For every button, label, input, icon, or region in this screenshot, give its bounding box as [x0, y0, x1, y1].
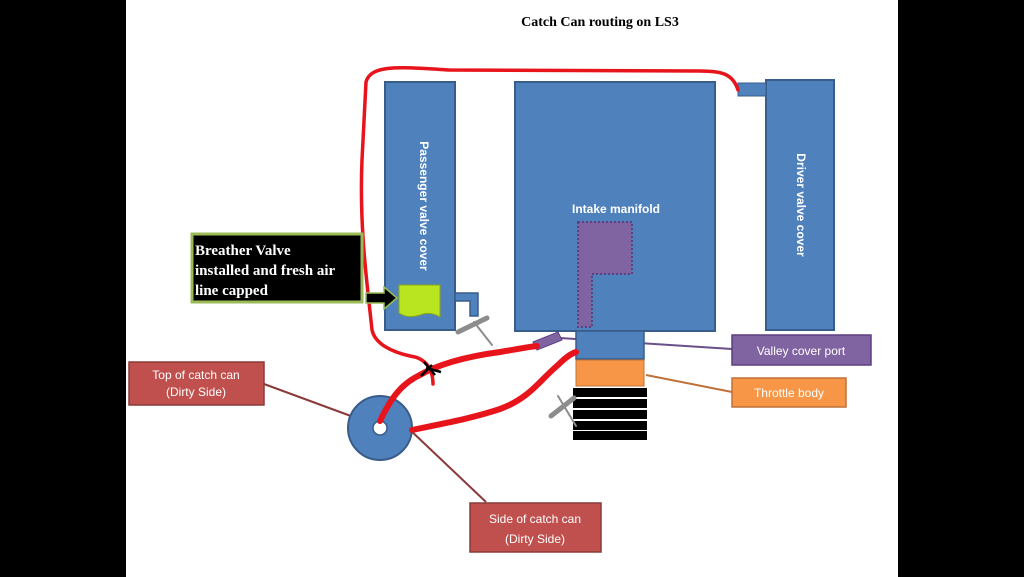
breather-arrow-icon [365, 285, 399, 311]
breather-callout-line-1: Breather Valve [195, 243, 291, 259]
valley-cover-port-label: Valley cover port [757, 344, 846, 358]
valley-cover [577, 221, 633, 328]
valley-cover-port-callout [731, 334, 872, 366]
throttle-body [575, 359, 645, 387]
top-catch-can-callout [128, 361, 265, 406]
throttle-body-callout [731, 377, 847, 408]
capped-port-throttle [548, 395, 577, 427]
breather-callout-line-3: line capped [195, 283, 269, 299]
catch-can-to-throttle-hose [409, 349, 579, 433]
throttle-body-leader [645, 374, 733, 393]
breather-valve-callout [190, 232, 364, 304]
side-catch-can-line-2: (Dirty Side) [505, 532, 565, 546]
breather-valve [398, 284, 441, 318]
air-intake-coupler [573, 388, 647, 440]
driver-valve-cover [765, 79, 835, 331]
top-catch-can-line-1: Top of catch can [152, 368, 239, 382]
intake-manifold-label: Intake manifold [572, 202, 660, 216]
hoses [359, 65, 740, 433]
diagram-title: Catch Can routing on LS3 [521, 15, 679, 30]
driver-valve-cover-label: Driver valve cover [794, 153, 808, 257]
passenger-fitting [454, 292, 479, 317]
capped-port-passenger [455, 315, 493, 346]
catch-can-to-valley-hose [377, 343, 540, 424]
hose-clamp-mid [420, 361, 442, 377]
side-catch-can-leader [407, 427, 487, 503]
breather-callout-line-2: installed and fresh air [195, 263, 335, 279]
main-vent-hose [359, 65, 740, 386]
passenger-valve-cover-label: Passenger valve cover [417, 141, 431, 271]
driver-fitting [737, 82, 767, 97]
top-catch-can-line-2: (Dirty Side) [166, 385, 226, 399]
side-catch-can-callout [469, 502, 602, 553]
throttle-adapter [575, 330, 645, 360]
throttle-body-label: Throttle body [754, 386, 824, 400]
side-catch-can-line-1: Side of catch can [489, 512, 581, 526]
